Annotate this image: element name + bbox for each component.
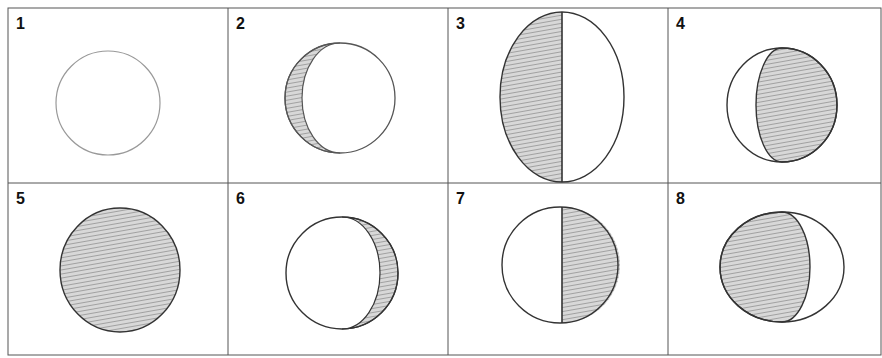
moon-sketch [502, 207, 620, 323]
callout-number: 1 [16, 16, 25, 32]
callout-number: 6 [236, 191, 245, 207]
moon-sketch [500, 12, 624, 182]
moon-sketch [285, 43, 395, 153]
moon-sketch [60, 208, 180, 332]
grid [8, 8, 881, 355]
moon-sketch [720, 212, 844, 322]
callout-number: 3 [456, 16, 465, 32]
moon-sketch [56, 51, 160, 155]
callout-number: 4 [676, 16, 685, 32]
callout-number: 5 [16, 191, 25, 207]
moon-sketch [286, 217, 398, 329]
callout-number: 7 [456, 191, 465, 207]
callout-number: 2 [236, 16, 245, 32]
moon-sketch [727, 48, 837, 162]
callout-number: 8 [676, 191, 685, 207]
